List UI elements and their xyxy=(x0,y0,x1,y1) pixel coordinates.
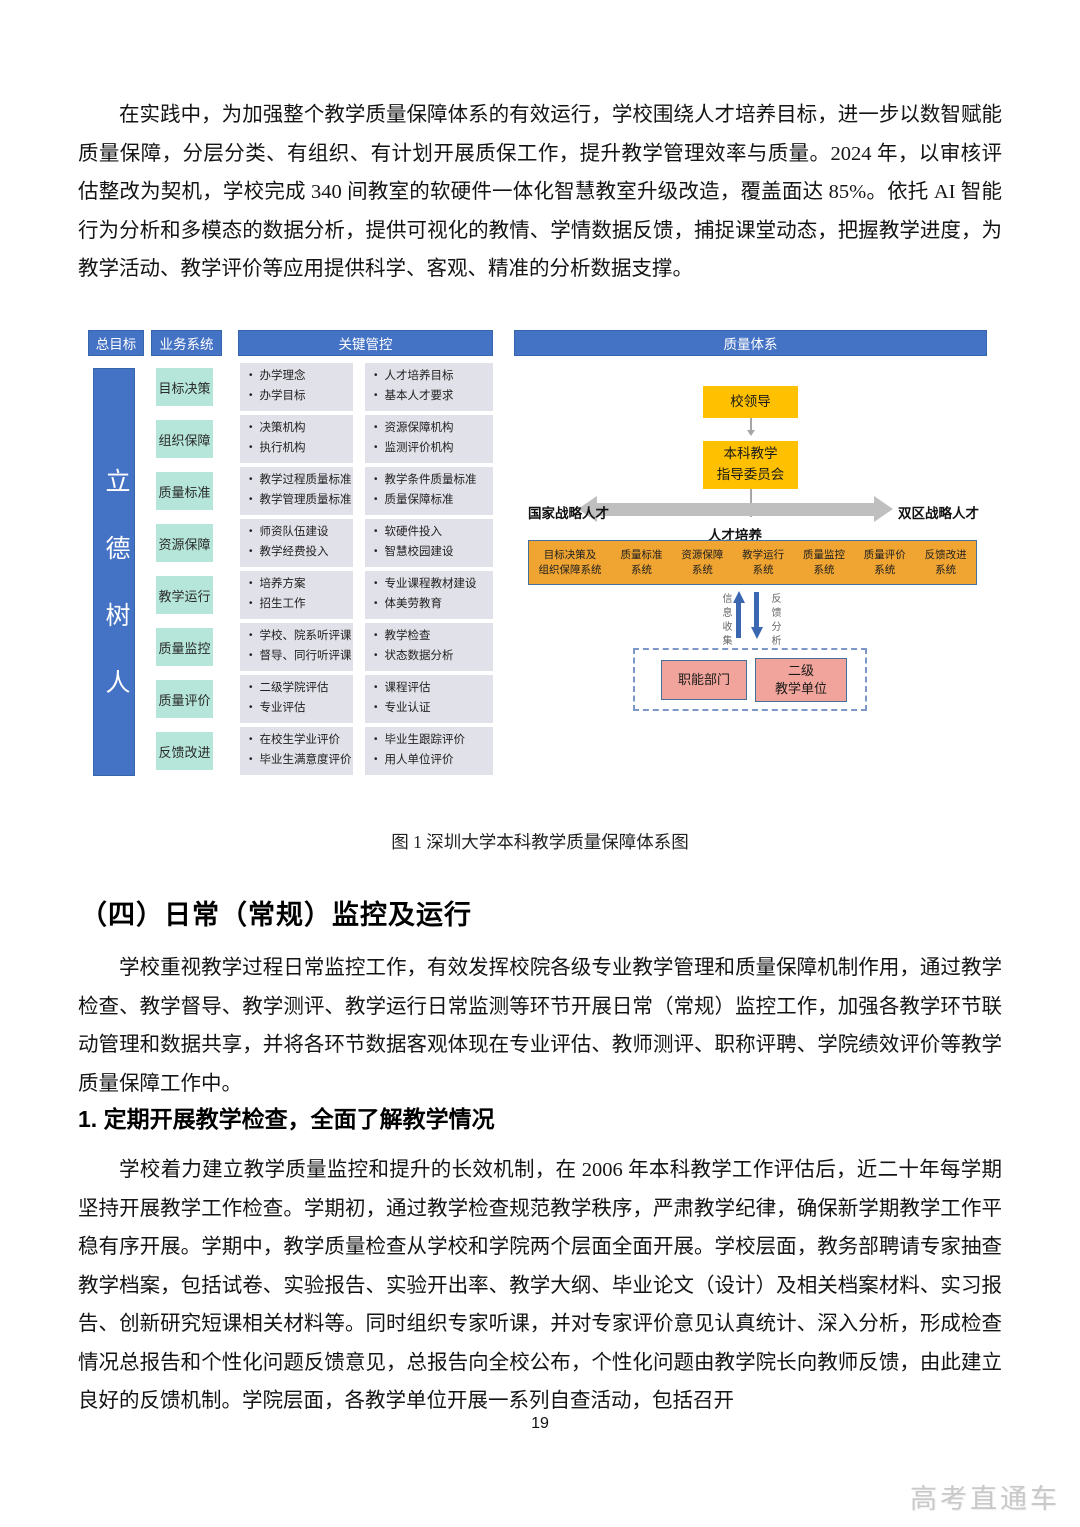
key-control-item: 毕业生跟踪评价 xyxy=(374,733,491,749)
key-control-item: 教学检查 xyxy=(374,629,491,645)
page-number: 19 xyxy=(531,1415,549,1432)
key-control-item: 智慧校园建设 xyxy=(374,545,491,561)
key-control-box: 教学过程质量标准 教学管理质量标准 xyxy=(240,467,353,515)
key-control-item: 课程评估 xyxy=(374,681,491,697)
key-control-item: 状态数据分析 xyxy=(374,649,491,665)
key-control-box: 在校生学业评价 毕业生满意度评价 xyxy=(240,727,353,775)
key-control-item: 专业课程教材建设 xyxy=(374,577,491,593)
key-control-item: 师资队伍建设 xyxy=(249,525,351,541)
quality-systems-bar: 目标决策及 组织保障系统 质量标准 系统 资源保障 系统 教学运行 系统 质量监… xyxy=(528,540,977,585)
business-system-box: 教学运行 xyxy=(156,576,213,614)
system-cell: 质量评价 系统 xyxy=(863,549,906,576)
business-system-box: 目标决策 xyxy=(156,368,213,406)
up-arrow xyxy=(732,591,745,638)
key-control-box: 专业课程教材建设 体美劳教育 xyxy=(365,571,493,619)
down-arrow xyxy=(750,592,763,639)
key-control-item: 软硬件投入 xyxy=(374,525,491,541)
key-control-box: 二级学院评估 专业评估 xyxy=(240,675,353,723)
key-control-box: 办学理念 办学目标 xyxy=(240,363,353,411)
key-control-item: 专业评估 xyxy=(249,701,351,717)
arrow-left-head xyxy=(578,496,597,522)
leader-box: 校领导 xyxy=(703,386,798,418)
label-info-collection: 信息收集 xyxy=(720,593,731,649)
column-header-quality-system: 质量体系 xyxy=(514,330,987,356)
key-control-box: 决策机构 执行机构 xyxy=(240,415,353,463)
business-system-box: 资源保障 xyxy=(156,524,213,562)
secondary-teaching-unit-box: 二级 教学单位 xyxy=(755,658,847,702)
business-system-box: 反馈改进 xyxy=(156,732,213,770)
key-control-box: 人才培养目标 基本人才要求 xyxy=(365,363,493,411)
functional-department-box: 职能部门 xyxy=(661,660,747,700)
key-control-box: 资源保障机构 监测评价机构 xyxy=(365,415,493,463)
key-control-item: 教学管理质量标准 xyxy=(249,493,352,509)
column-header-overall-goal: 总目标 xyxy=(88,330,144,356)
key-control-item: 教学条件质量标准 xyxy=(374,473,491,489)
key-control-item: 督导、同行听评课 xyxy=(249,649,352,665)
paragraph-inspection: 学校着力建立教学质量监控和提升的长效机制，在 2006 年本科教学工作评估后，近… xyxy=(78,1159,1002,1412)
key-control-item: 办学目标 xyxy=(249,389,351,405)
key-control-item: 二级学院评估 xyxy=(249,681,351,697)
system-cell: 质量标准 系统 xyxy=(620,549,663,576)
paragraph-monitoring: 学校重视教学过程日常监控工作，有效发挥校院各级专业教学管理和质量保障机制作用，通… xyxy=(78,957,1002,1095)
key-control-item: 毕业生满意度评价 xyxy=(249,753,352,769)
key-control-item: 资源保障机构 xyxy=(374,421,491,437)
key-control-item: 基本人才要求 xyxy=(374,389,491,405)
system-cell: 目标决策及 组织保障系统 xyxy=(538,549,602,576)
key-control-box: 课程评估 专业认证 xyxy=(365,675,493,723)
key-control-box: 师资队伍建设 教学经费投入 xyxy=(240,519,353,567)
key-control-item: 教学过程质量标准 xyxy=(249,473,352,489)
committee-box: 本科教学 指导委员会 xyxy=(703,441,798,489)
key-control-item: 招生工作 xyxy=(249,597,351,613)
figure-caption: 图 1 深圳大学本科教学质量保障体系图 xyxy=(391,832,689,852)
key-control-box: 毕业生跟踪评价 用人单位评价 xyxy=(365,727,493,775)
figure-quality-assurance-diagram: 总目标 业务系统 关键管控 质量体系 立德树人 目标决策 办学理念 办学目标 人… xyxy=(85,322,992,782)
key-control-item: 执行机构 xyxy=(249,441,351,457)
key-control-box: 教学检查 状态数据分析 xyxy=(365,623,493,671)
overall-goal-box: 立德树人 xyxy=(93,368,135,776)
key-control-box: 培养方案 招生工作 xyxy=(240,571,353,619)
key-control-box: 软硬件投入 智慧校园建设 xyxy=(365,519,493,567)
system-cell: 反馈改进 系统 xyxy=(924,549,967,576)
column-header-key-control: 关键管控 xyxy=(238,330,493,356)
key-control-box: 教学条件质量标准 质量保障标准 xyxy=(365,467,493,515)
key-control-item: 在校生学业评价 xyxy=(249,733,351,749)
watermark: 高考直通车 xyxy=(910,1484,1060,1514)
system-cell: 质量监控 系统 xyxy=(802,549,845,576)
business-system-box: 质量标准 xyxy=(156,472,213,510)
talent-double-arrow xyxy=(597,503,874,516)
key-control-item: 专业认证 xyxy=(374,701,491,717)
key-control-item: 质量保障标准 xyxy=(374,493,491,509)
key-control-item: 办学理念 xyxy=(249,369,351,385)
section-heading: （四）日常（常规）监控及运行 xyxy=(80,900,472,930)
key-control-item: 用人单位评价 xyxy=(374,753,491,769)
system-cell: 资源保障 系统 xyxy=(681,549,724,576)
key-control-item: 学校、院系听评课 xyxy=(249,629,352,645)
label-dual-zone-strategic-talent: 双区战略人才 xyxy=(898,506,979,521)
key-control-item: 教学经费投入 xyxy=(249,545,351,561)
label-national-strategic-talent: 国家战略人才 xyxy=(528,506,609,521)
key-control-item: 培养方案 xyxy=(249,577,351,593)
down-arrow-connector xyxy=(747,418,755,436)
key-control-item: 监测评价机构 xyxy=(374,441,491,457)
key-control-box: 学校、院系听评课 督导、同行听评课 xyxy=(240,623,353,671)
key-control-item: 决策机构 xyxy=(249,421,351,437)
key-control-item: 体美劳教育 xyxy=(374,597,491,613)
business-system-box: 组织保障 xyxy=(156,420,213,458)
subsection-heading: 1. 定期开展教学检查，全面了解教学情况 xyxy=(78,1106,495,1132)
paragraph-practice: 在实践中，为加强整个教学质量保障体系的有效运行，学校围绕人才培养目标，进一步以数… xyxy=(78,104,1002,280)
system-cell: 教学运行 系统 xyxy=(742,549,785,576)
column-header-business-system: 业务系统 xyxy=(151,330,222,356)
business-system-box: 质量监控 xyxy=(156,628,213,666)
label-talent-cultivation: 人才培养 xyxy=(708,528,762,543)
label-feedback-analysis: 反馈分析 xyxy=(769,593,780,649)
arrow-right-head xyxy=(874,496,893,522)
business-system-box: 质量评价 xyxy=(156,680,213,718)
execution-units-group: 职能部门 二级 教学单位 xyxy=(633,648,867,711)
key-control-item: 人才培养目标 xyxy=(374,369,491,385)
